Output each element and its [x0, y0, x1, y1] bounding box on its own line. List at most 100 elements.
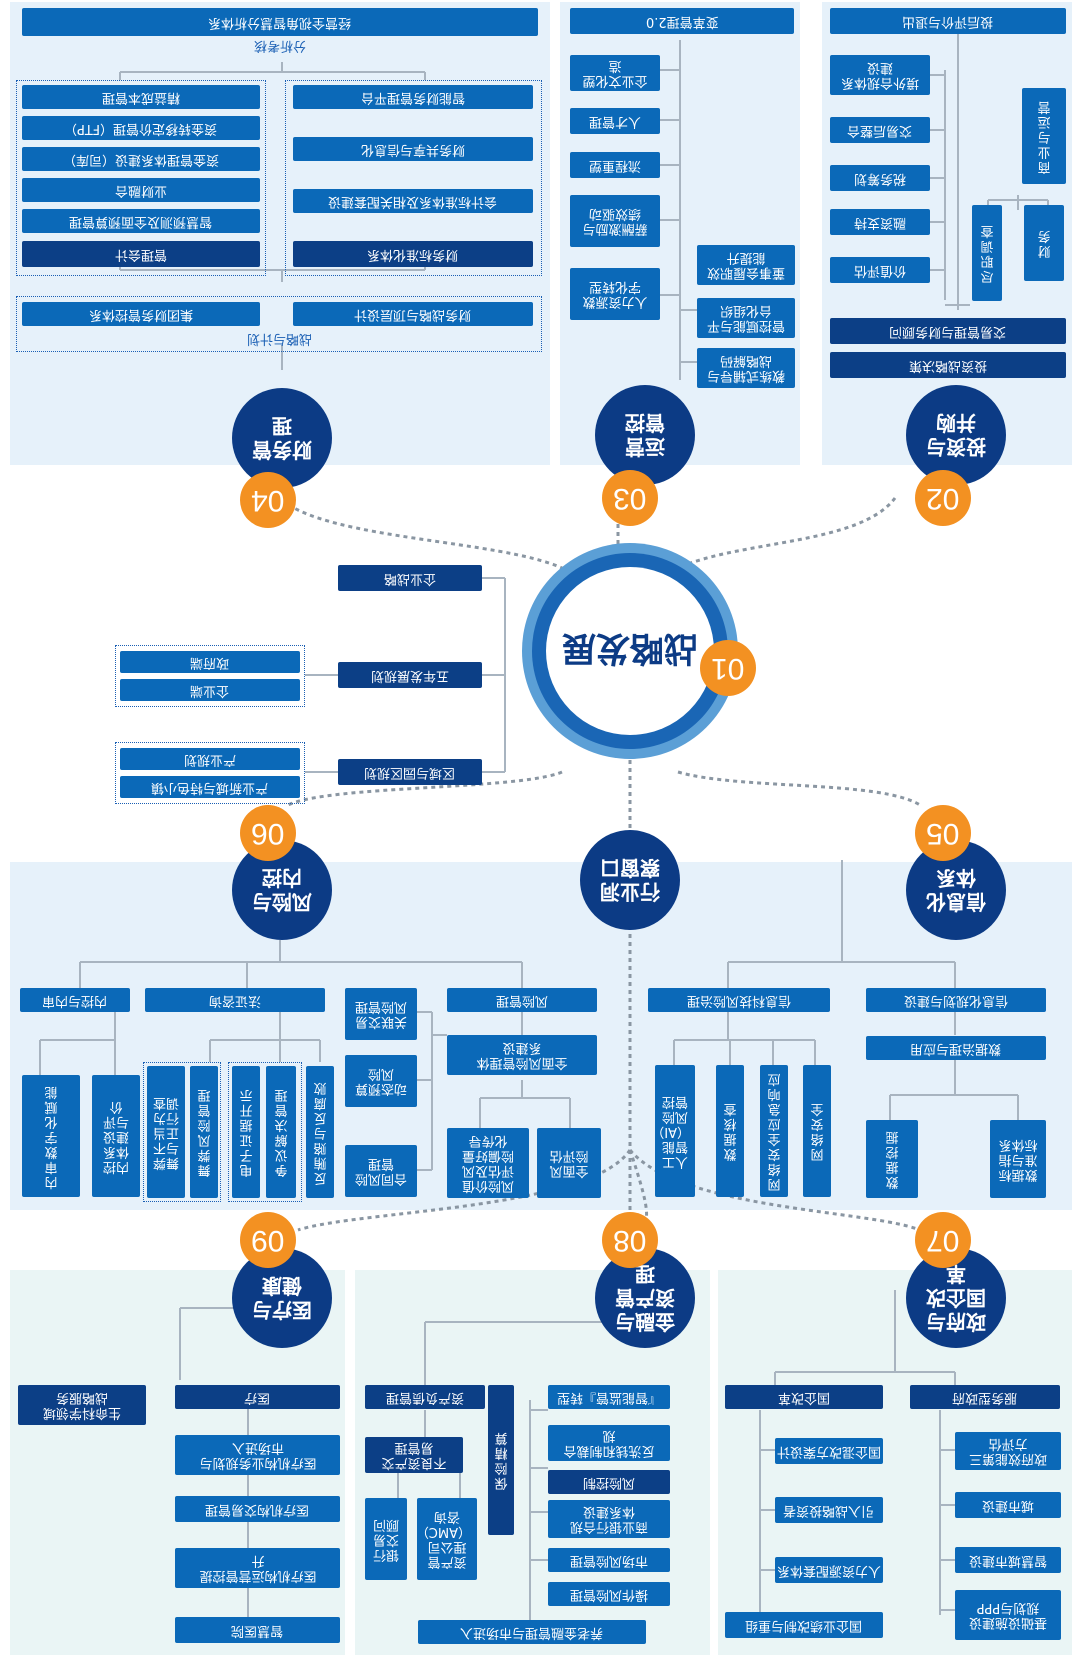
info-left-sub-3[interactable]: 网络安全 [803, 1065, 831, 1197]
risk-internal-0[interactable]: 内审数字化赋能 [22, 1075, 80, 1197]
risk-internal-head[interactable]: 内控与内审 [20, 988, 130, 1012]
info-left-sub-2[interactable]: 网络安全应急响应 [760, 1065, 788, 1197]
risk-mgmt-mid[interactable]: 全面风险管理体系建设 [447, 1035, 597, 1075]
investment-bottom-1[interactable]: 投资战略决策 [830, 352, 1066, 378]
health-right-0[interactable]: 医疗机构业务规划与市场进入 [175, 1435, 340, 1475]
finasset-left-head[interactable]: 资产负债管理 [365, 1385, 485, 1409]
investment-top[interactable]: 投后评价与退出 [830, 8, 1066, 34]
health-right-3[interactable]: 智慧医院 [175, 1617, 340, 1643]
operations-left-0[interactable]: 企业文化塑造 [570, 55, 660, 91]
finance-left-3[interactable]: 业财融合 [22, 178, 260, 202]
risk-left-2[interactable]: 合同风险管理 [345, 1145, 417, 1197]
info-right-mid[interactable]: 数据治理与应用 [866, 1036, 1046, 1060]
risk-bottom-1[interactable]: 全面风险评估 [537, 1128, 601, 1198]
finance-left-0[interactable]: 精益成本管理 [22, 85, 260, 109]
operations-left-1[interactable]: 人才管理 [570, 108, 660, 134]
finance-left-5[interactable]: 管理会计 [22, 241, 260, 267]
finasset-right-1[interactable]: 反洗钱和制裁合规 [548, 1425, 670, 1461]
operations-right-0[interactable]: 董事会履职效能提升 [697, 245, 795, 285]
operations-top[interactable]: 变革管理2.0 [570, 8, 794, 34]
finance-left-4[interactable]: 智慧预测及全面预算管理 [22, 209, 260, 233]
observatory-circle[interactable]: 行业洞察窗口 [580, 830, 680, 930]
risk-legal-4[interactable]: 反贿赂与反腐败 [306, 1066, 334, 1198]
finasset-circle[interactable]: 金融与资产管理 [595, 1248, 695, 1348]
finance-right-2[interactable]: 会计标准体系及相关配套建设 [293, 189, 533, 213]
finance-left-1[interactable]: 资金转移定价管理（FTP） [22, 116, 260, 140]
investment-bottom-0[interactable]: 交易管理与财务顾问 [830, 318, 1066, 344]
risk-bottom-0[interactable]: 风险价值评估及风险偏好量化传导 [447, 1128, 529, 1198]
strategy-five-year[interactable]: 五年发展规划 [338, 662, 482, 688]
health-right-2[interactable]: 医疗机构运营管控提升 [175, 1548, 340, 1588]
strategy-park[interactable]: 区域与园区规划 [338, 759, 482, 785]
finance-circle[interactable]: 财务管理 [232, 388, 332, 488]
strategy-enterprise[interactable]: 企业战略 [338, 565, 482, 591]
finance-top[interactable]: 经营全视角智慧分析体系 [22, 8, 538, 36]
investment-left-2[interactable]: 税务筹划 [830, 165, 930, 191]
gov-right-1[interactable]: 城市建设 [955, 1492, 1061, 1518]
finasset-right-4[interactable]: 市场风险管理 [548, 1548, 670, 1572]
risk-left-0[interactable]: 关联交易风险管理 [345, 988, 417, 1040]
gov-left-1[interactable]: 引入战略投资者 [775, 1497, 883, 1523]
five-year-gov[interactable]: 政府端 [120, 651, 300, 673]
gov-left-2[interactable]: 人力资源配套体系 [775, 1557, 883, 1583]
gov-right-3[interactable]: 基础设施建设规划与PPP [955, 1590, 1061, 1640]
info-left-sub-0[interactable]: 人工智能（AI）风险管控 [655, 1065, 695, 1197]
park-new-town[interactable]: 产业新城与特色小镇 [120, 776, 300, 798]
finance-bottom-1[interactable]: 财务战略与顶层设计 [293, 302, 533, 326]
finance-left-2[interactable]: 资金管理体系建设（司库） [22, 147, 260, 171]
investment-due-diligence[interactable]: 尽职调查 [972, 205, 1002, 301]
investment-right-top[interactable]: 商业与运营 [1022, 88, 1066, 184]
finasset-bottom[interactable]: 养老金融管理与市场进入 [418, 1620, 646, 1644]
risk-mgmt-head[interactable]: 风险管理 [447, 988, 597, 1012]
gov-left-head[interactable]: 国企改革 [725, 1385, 883, 1409]
finance-bottom-0[interactable]: 集团财务管控体系 [22, 302, 260, 326]
finasset-right-3[interactable]: 商业银行合规体系建设 [548, 1500, 670, 1538]
operations-left-4[interactable]: 人力资源数字化转型 [570, 268, 660, 320]
finasset-right-0[interactable]: 『智能监管』转型 [548, 1385, 670, 1409]
finasset-right-5[interactable]: 操作风险管理 [548, 1582, 670, 1606]
investment-left-0[interactable]: 境外合规体系建设 [830, 55, 930, 95]
finance-right-1[interactable]: 财务共享与信息化 [293, 137, 533, 161]
finasset-left-sub-1[interactable]: 资产管理公司（AMC）咨询 [417, 1498, 477, 1580]
gov-right-2[interactable]: 智慧城市建设 [955, 1547, 1061, 1573]
health-right-head[interactable]: 医疗 [175, 1385, 340, 1409]
info-right-head[interactable]: 信息化规划与建设 [866, 988, 1046, 1012]
finasset-left-sub-0[interactable]: 银行交易顾问 [365, 1498, 407, 1580]
health-left-head[interactable]: 生命科学领域战略服务 [18, 1385, 146, 1425]
info-left-sub-1[interactable]: 数据核查 [716, 1065, 744, 1197]
investment-left-4[interactable]: 价值评估 [830, 257, 930, 283]
investment-finance[interactable]: 财务 [1024, 205, 1064, 281]
info-left-head[interactable]: 信息科技风险治理 [648, 988, 830, 1012]
finasset-left-mid[interactable]: 不良资产交易管理 [365, 1437, 463, 1473]
operations-left-3[interactable]: 薪酬激励与绩效驱动 [570, 195, 660, 247]
info-right-sub-0[interactable]: 数据挖掘 [866, 1120, 918, 1198]
risk-legal-3[interactable]: 争议解决管理 [266, 1066, 296, 1198]
investment-left-1[interactable]: 交易后整合 [830, 117, 930, 143]
finance-number-badge: 04 [240, 472, 296, 528]
gov-left-3[interactable]: 国企业绩改制与重组 [725, 1612, 883, 1638]
investment-circle[interactable]: 投资与并购 [906, 385, 1006, 485]
finance-right-3[interactable]: 财务标准化体系 [293, 241, 533, 267]
operations-left-2[interactable]: 流程重塑 [570, 152, 660, 178]
health-circle[interactable]: 医疗与健康 [232, 1248, 332, 1348]
risk-legal-head[interactable]: 法证咨询 [145, 988, 325, 1012]
operations-right-2[interactable]: 教练式辅导与战略解码 [697, 348, 795, 388]
gov-right-0[interactable]: 政府效能第三方评估 [955, 1432, 1061, 1470]
risk-legal-2[interactable]: 电子证据开示 [232, 1066, 260, 1198]
operations-right-1[interactable]: 管控赋能与平台化组织 [697, 298, 795, 338]
investment-left-3[interactable]: 融资支持 [830, 209, 930, 235]
gov-right-head[interactable]: 服务型政府 [910, 1385, 1060, 1409]
risk-left-1[interactable]: 动态预算风险 [345, 1055, 417, 1107]
operations-circle[interactable]: 运营管控 [595, 385, 695, 485]
risk-legal-1[interactable]: 舞弊风险管理 [190, 1066, 218, 1198]
gov-left-0[interactable]: 国企混改方案设计 [775, 1438, 883, 1464]
info-right-sub-1[interactable]: 数据标准与指标体系 [990, 1120, 1046, 1198]
health-right-1[interactable]: 医疗机构交易管理 [175, 1496, 340, 1522]
risk-internal-1[interactable]: 内控体系建设与评价 [92, 1075, 140, 1197]
risk-legal-0[interactable]: 舞弊与不正当行为调查 [147, 1066, 185, 1198]
park-industry[interactable]: 产业规划 [120, 748, 300, 770]
finasset-right-2[interactable]: 风险控制 [548, 1470, 670, 1494]
five-year-enterprise[interactable]: 企业端 [120, 679, 300, 701]
finasset-center[interactable]: 保险精算 [488, 1385, 514, 1535]
finance-right-0[interactable]: 智能财务管理平台 [293, 85, 533, 109]
